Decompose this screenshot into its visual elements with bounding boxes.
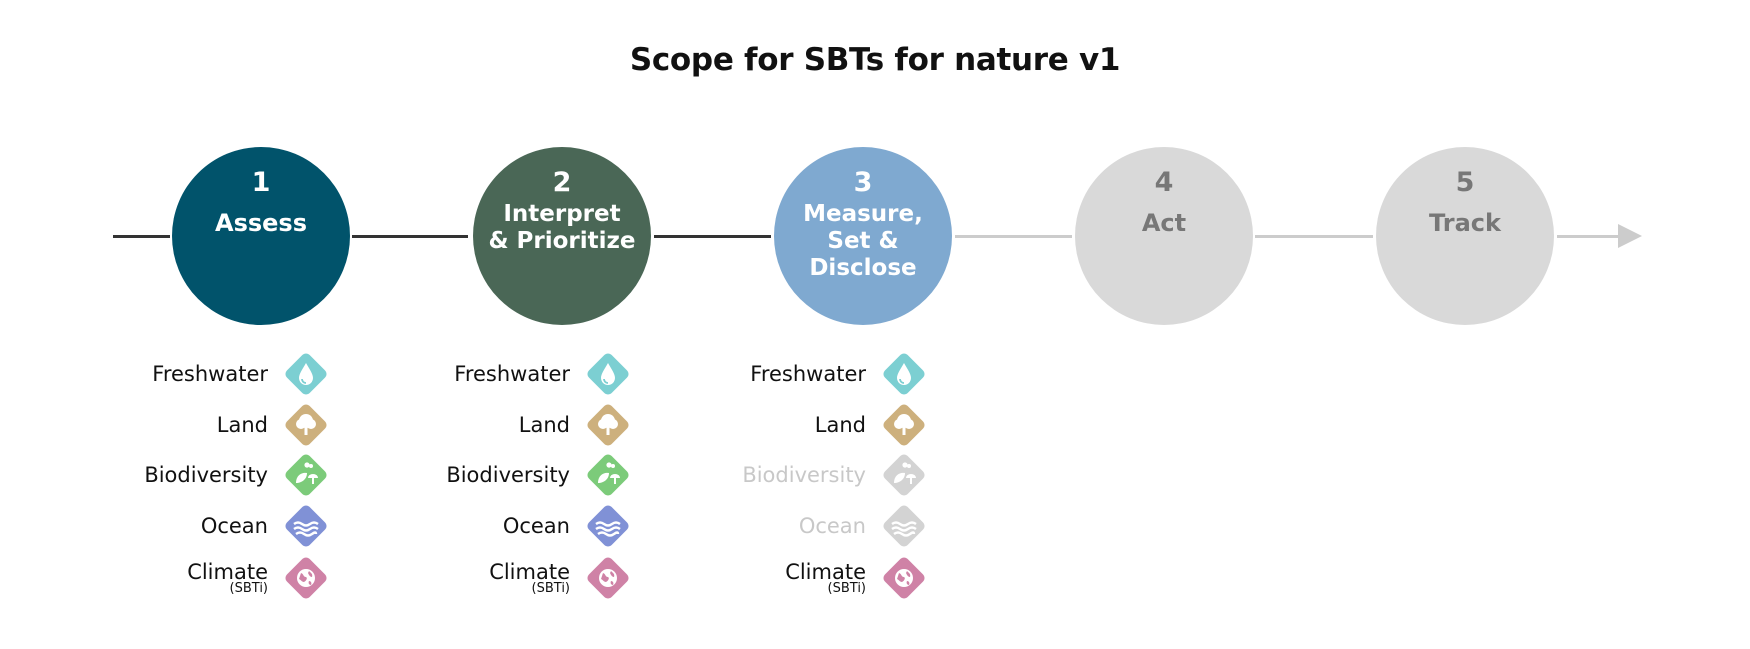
theme-row: Freshwater: [628, 349, 928, 399]
theme-label: Land: [217, 400, 268, 450]
theme-name: Ocean: [502, 514, 570, 538]
waves-icon: [880, 502, 928, 550]
theme-label: Biodiversity: [144, 450, 268, 500]
theme-label: Freshwater: [454, 349, 570, 399]
theme-row: Ocean: [628, 501, 928, 551]
step-number: 1: [251, 167, 271, 198]
theme-row: Land: [332, 400, 632, 450]
theme-name: Freshwater: [152, 362, 268, 386]
step-number: 4: [1154, 167, 1174, 198]
theme-row: Land: [30, 400, 330, 450]
tree-icon: [282, 401, 330, 449]
theme-name: Climate: [489, 560, 570, 584]
theme-row: Biodiversity: [628, 450, 928, 500]
theme-label: Climate(SBTi): [187, 553, 268, 603]
tree-icon: [880, 401, 928, 449]
theme-row: Freshwater: [332, 349, 632, 399]
arrow-head-icon: [1618, 224, 1642, 248]
step-label: Track: [1429, 209, 1501, 237]
theme-name: Ocean: [200, 514, 268, 538]
step-number: 3: [853, 167, 873, 198]
theme-row: Climate(SBTi): [628, 553, 928, 603]
water-drop-icon: [584, 350, 632, 398]
theme-label: Land: [815, 400, 866, 450]
theme-name: Land: [518, 413, 570, 437]
connector-line: [1557, 235, 1621, 238]
theme-name: Freshwater: [750, 362, 866, 386]
theme-row: Biodiversity: [30, 450, 330, 500]
theme-row: Climate(SBTi): [30, 553, 330, 603]
step-assess: 1 Assess: [172, 147, 350, 325]
theme-label: Ocean: [201, 501, 268, 551]
theme-label: Biodiversity: [742, 450, 866, 500]
step-act: 4 Act: [1075, 147, 1253, 325]
connector-line: [654, 235, 771, 238]
step-label: Interpret & Prioritize: [488, 201, 636, 254]
step-label: Measure, Set & Disclose: [803, 201, 923, 281]
theme-name: Climate: [785, 560, 866, 584]
water-drop-icon: [282, 350, 330, 398]
theme-name: Biodiversity: [446, 463, 570, 487]
theme-label: Climate(SBTi): [489, 553, 570, 603]
theme-name: Biodiversity: [742, 463, 866, 487]
leaf-mushroom-icon: [880, 451, 928, 499]
theme-label: Freshwater: [152, 349, 268, 399]
step-measure-set-disclose: 3 Measure, Set & Disclose: [774, 147, 952, 325]
theme-row: Freshwater: [30, 349, 330, 399]
globe-icon: [282, 554, 330, 602]
step-number: 2: [552, 167, 572, 198]
theme-label: Ocean: [799, 501, 866, 551]
waves-icon: [282, 502, 330, 550]
step-track: 5 Track: [1376, 147, 1554, 325]
connector-line: [955, 235, 1072, 238]
waves-icon: [584, 502, 632, 550]
theme-name: Freshwater: [454, 362, 570, 386]
connector-line: [113, 235, 170, 238]
leaf-mushroom-icon: [584, 451, 632, 499]
theme-row: Land: [628, 400, 928, 450]
globe-icon: [880, 554, 928, 602]
connector-line: [1255, 235, 1373, 238]
step-label: Assess: [215, 209, 307, 237]
theme-name: Biodiversity: [144, 463, 268, 487]
theme-row: Ocean: [30, 501, 330, 551]
diagram-title: Scope for SBTs for nature v1: [629, 42, 1121, 78]
step-number: 5: [1455, 167, 1475, 198]
theme-name: Climate: [187, 560, 268, 584]
theme-sublabel: (SBTi): [827, 581, 866, 596]
theme-row: Climate(SBTi): [332, 553, 632, 603]
theme-row: Ocean: [332, 501, 632, 551]
globe-icon: [584, 554, 632, 602]
leaf-mushroom-icon: [282, 451, 330, 499]
theme-label: Freshwater: [750, 349, 866, 399]
theme-sublabel: (SBTi): [229, 581, 268, 596]
theme-sublabel: (SBTi): [531, 581, 570, 596]
theme-name: Land: [216, 413, 268, 437]
step-interpret-prioritize: 2 Interpret & Prioritize: [473, 147, 651, 325]
connector-line: [352, 235, 468, 238]
theme-label: Biodiversity: [446, 450, 570, 500]
tree-icon: [584, 401, 632, 449]
theme-label: Land: [519, 400, 570, 450]
theme-name: Land: [814, 413, 866, 437]
theme-row: Biodiversity: [332, 450, 632, 500]
theme-name: Ocean: [798, 514, 866, 538]
step-label: Act: [1141, 209, 1187, 237]
theme-label: Climate(SBTi): [785, 553, 866, 603]
water-drop-icon: [880, 350, 928, 398]
theme-label: Ocean: [503, 501, 570, 551]
